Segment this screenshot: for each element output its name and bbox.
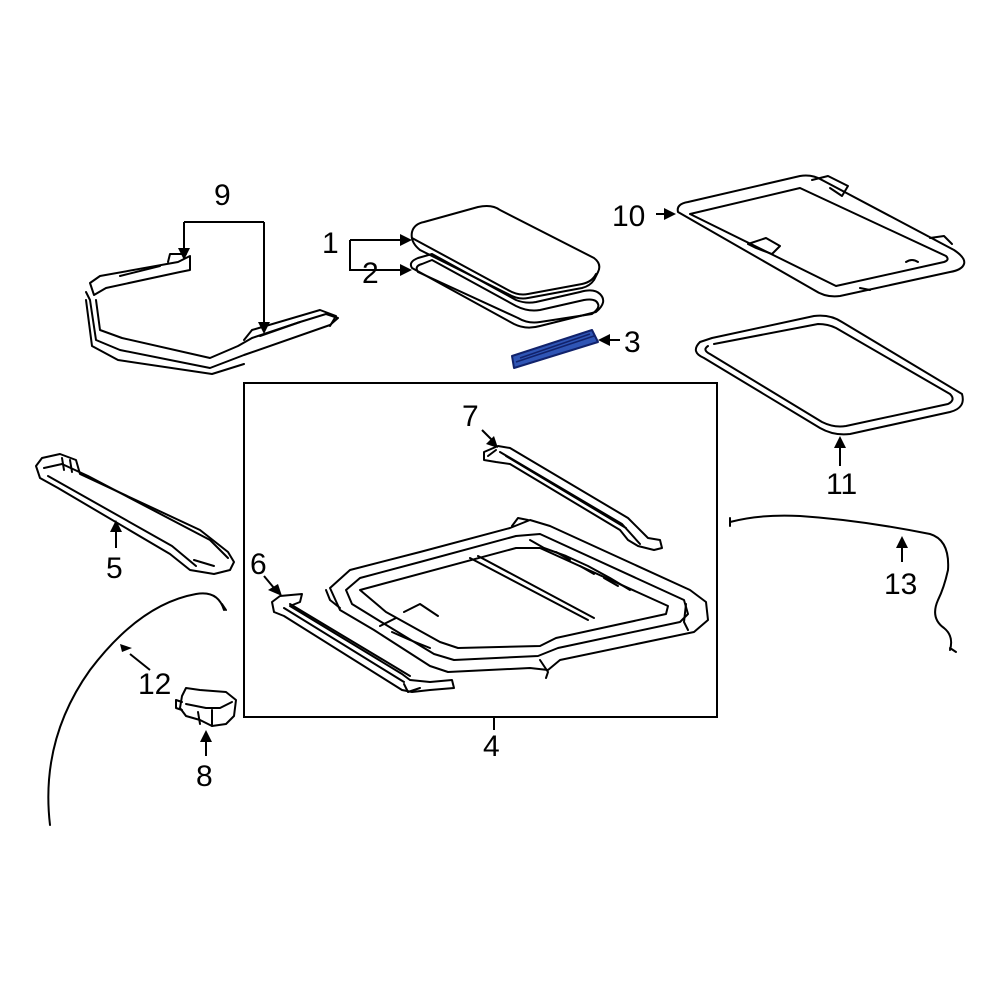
part-11-seal-ring[interactable]	[694, 314, 964, 436]
part-10-sunshade[interactable]	[676, 174, 966, 298]
callout-leaders	[110, 208, 908, 756]
part-9-frame-rails[interactable]	[85, 253, 339, 375]
part-3-deflector-highlighted[interactable]	[511, 329, 599, 369]
callout-labels: 9 1 2 3 10 11 7 5 6 12 8 13 4	[106, 179, 917, 793]
part-6-rear-rail[interactable]	[271, 593, 455, 693]
part-7-front-rail[interactable]	[483, 445, 663, 551]
part-5-side-rail[interactable]	[35, 453, 235, 575]
callout-12: 12	[138, 668, 171, 701]
callout-8: 8	[196, 760, 213, 793]
callout-1: 1	[322, 227, 339, 260]
part-12-drain-hose[interactable]	[47, 592, 227, 826]
callout-7: 7	[462, 400, 479, 433]
part-2-weatherstrip[interactable]	[409, 253, 605, 329]
callout-2: 2	[362, 257, 379, 290]
callout-3: 3	[624, 326, 641, 359]
part-4-assembly-box	[243, 382, 718, 718]
part-13-drain-hose[interactable]	[729, 514, 957, 653]
callout-5: 5	[106, 552, 123, 585]
callout-6: 6	[250, 548, 267, 581]
callout-9: 9	[214, 179, 231, 212]
part-8-motor[interactable]	[175, 687, 237, 727]
callout-13: 13	[884, 568, 917, 601]
callout-11: 11	[826, 468, 857, 501]
callout-4: 4	[483, 730, 500, 763]
callout-10: 10	[612, 200, 645, 233]
part-4-sunroof-frame[interactable]	[325, 517, 709, 679]
part-1-glass-panel[interactable]	[410, 205, 601, 300]
